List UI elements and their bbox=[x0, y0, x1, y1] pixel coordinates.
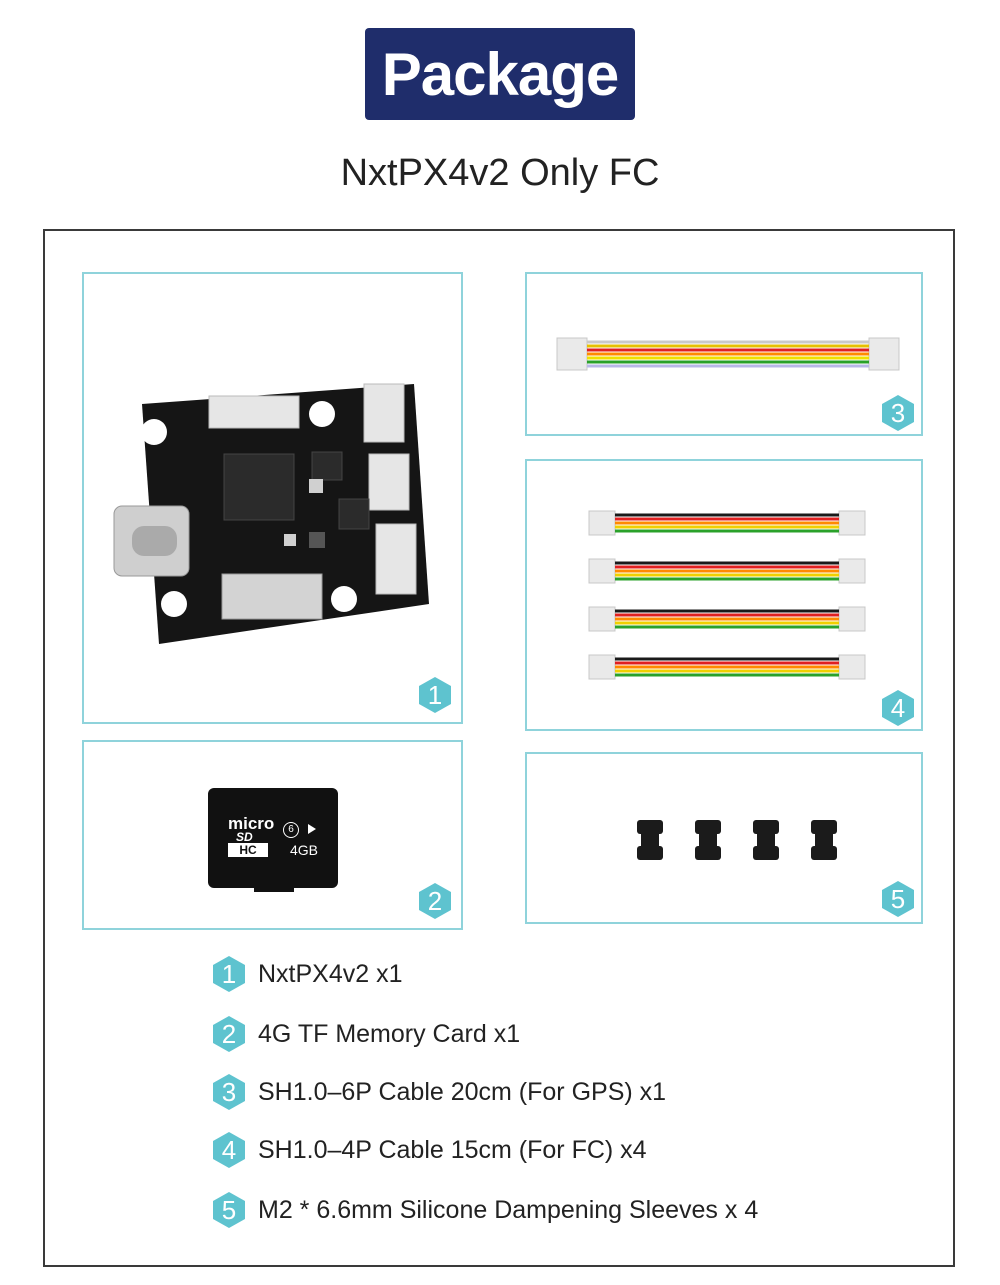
item-number-badge: 3 bbox=[210, 1073, 248, 1111]
panel-number-badge: 2 bbox=[416, 882, 454, 920]
item-text: NxtPX4v2 x1 bbox=[258, 959, 403, 988]
panel-memory-card: micro SD HC 6 4GB 2 bbox=[82, 740, 463, 930]
card-brand-sd: SD bbox=[236, 830, 253, 844]
panel-number-badge: 4 bbox=[879, 689, 917, 727]
product-subtitle: NxtPX4v2 Only FC bbox=[340, 152, 660, 194]
item-text: M2 * 6.6mm Silicone Dampening Sleeves x … bbox=[258, 1195, 759, 1224]
silicone-sleeves-image bbox=[637, 820, 837, 860]
list-item: 2 4G TF Memory Card x1 bbox=[210, 1014, 520, 1054]
fc-cables-image bbox=[588, 510, 866, 680]
play-arrow-icon bbox=[308, 824, 316, 834]
list-item: 4 SH1.0–4P Cable 15cm (For FC) x4 bbox=[210, 1130, 647, 1170]
package-contents-frame bbox=[43, 229, 955, 1267]
panel-number-badge: 1 bbox=[416, 676, 454, 714]
flight-controller-image bbox=[113, 383, 429, 644]
package-badge: Package bbox=[365, 28, 635, 120]
item-number-badge: 2 bbox=[210, 1015, 248, 1053]
card-notch bbox=[254, 882, 294, 892]
item-number-badge: 1 bbox=[210, 955, 248, 993]
panel-fc-cables: 4 bbox=[525, 459, 923, 731]
panel-silicone-sleeves: 5 bbox=[525, 752, 923, 924]
list-item: 3 SH1.0–6P Cable 20cm (For GPS) x1 bbox=[210, 1072, 666, 1112]
card-brand-micro: micro bbox=[228, 814, 275, 833]
card-capacity: 4GB bbox=[290, 842, 319, 858]
item-number-badge: 5 bbox=[210, 1191, 248, 1229]
item-text: SH1.0–6P Cable 20cm (For GPS) x1 bbox=[258, 1077, 667, 1106]
package-title: Package bbox=[381, 40, 620, 108]
panel-number-badge: 3 bbox=[879, 394, 917, 432]
card-brand-hc: HC bbox=[228, 843, 268, 857]
item-number-badge: 4 bbox=[210, 1131, 248, 1169]
panel-gps-cable: 3 bbox=[525, 272, 923, 436]
panel-number-badge: 5 bbox=[879, 880, 917, 918]
gps-cable-image bbox=[556, 337, 900, 371]
list-item: 5 M2 * 6.6mm Silicone Dampening Sleeves … bbox=[210, 1190, 758, 1230]
item-text: SH1.0–4P Cable 15cm (For FC) x4 bbox=[258, 1135, 647, 1164]
microsd-card-image: micro SD HC 6 4GB bbox=[208, 788, 338, 888]
card-speed-class: 6 bbox=[283, 822, 299, 838]
list-item: 1 NxtPX4v2 x1 bbox=[210, 954, 403, 994]
item-text: 4G TF Memory Card x1 bbox=[258, 1019, 521, 1048]
panel-flight-controller: 1 bbox=[82, 272, 463, 724]
